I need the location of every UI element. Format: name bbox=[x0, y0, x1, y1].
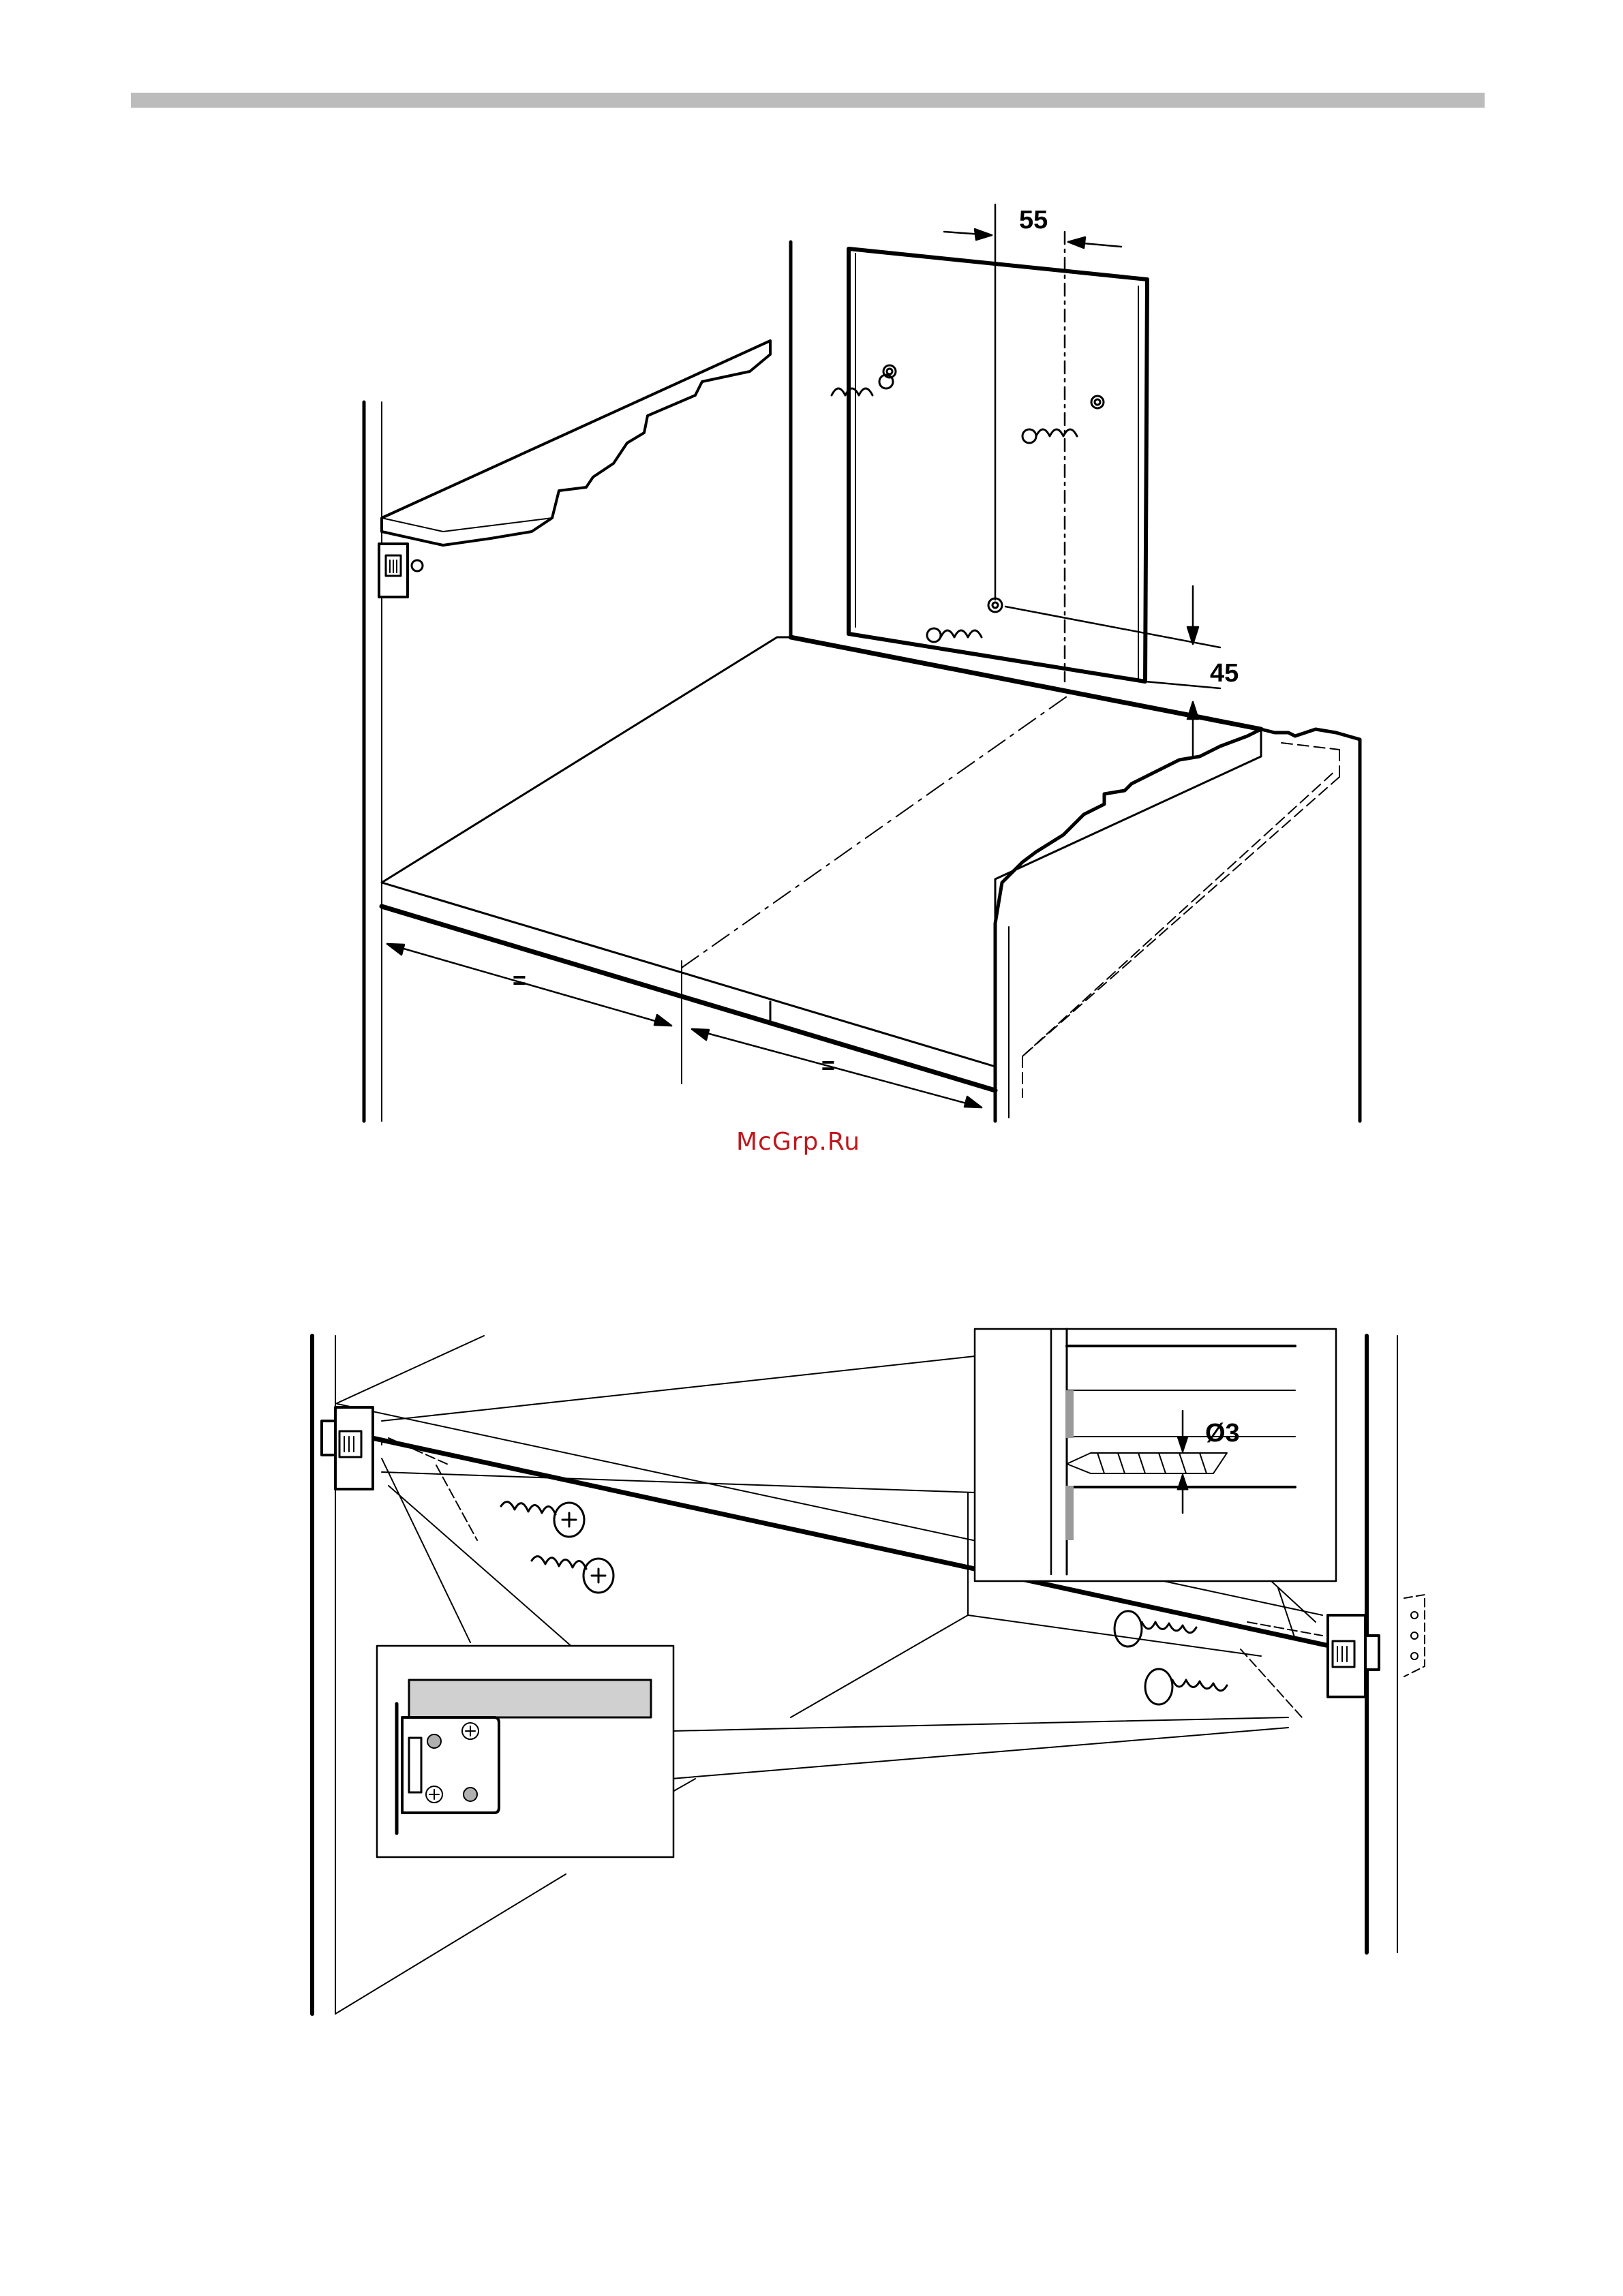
back-panel bbox=[849, 249, 1147, 682]
dimension-label-45: 45 bbox=[1210, 659, 1239, 688]
dimension-45 bbox=[1005, 586, 1220, 756]
back-panel-screws bbox=[832, 365, 1104, 642]
support-fixing-diagram: Ø3 bbox=[0, 1295, 1623, 2058]
shelf-support-left bbox=[379, 544, 423, 597]
equal-label-left: = bbox=[513, 968, 526, 994]
shelf-support-right bbox=[1328, 1615, 1379, 1697]
watermark: McGrp.Ru bbox=[736, 1128, 860, 1156]
dimension-label-55: 55 bbox=[1019, 206, 1048, 234]
equal-spacing-dimensions bbox=[387, 944, 982, 1107]
drill-detail-inset bbox=[975, 1329, 1336, 1581]
right-side-panel bbox=[995, 729, 1360, 1121]
main-shelf bbox=[382, 637, 1261, 1090]
left-side-panel bbox=[364, 402, 382, 1121]
shelf-assembly-diagram: 55 45 = = bbox=[0, 0, 1623, 1145]
shelf-support-left bbox=[322, 1407, 382, 1489]
drill-diameter-label: Ø3 bbox=[1205, 1419, 1240, 1448]
upper-shelf bbox=[382, 341, 770, 545]
support-detail-inset bbox=[377, 1646, 673, 1857]
equal-label-right: = bbox=[821, 1053, 835, 1079]
